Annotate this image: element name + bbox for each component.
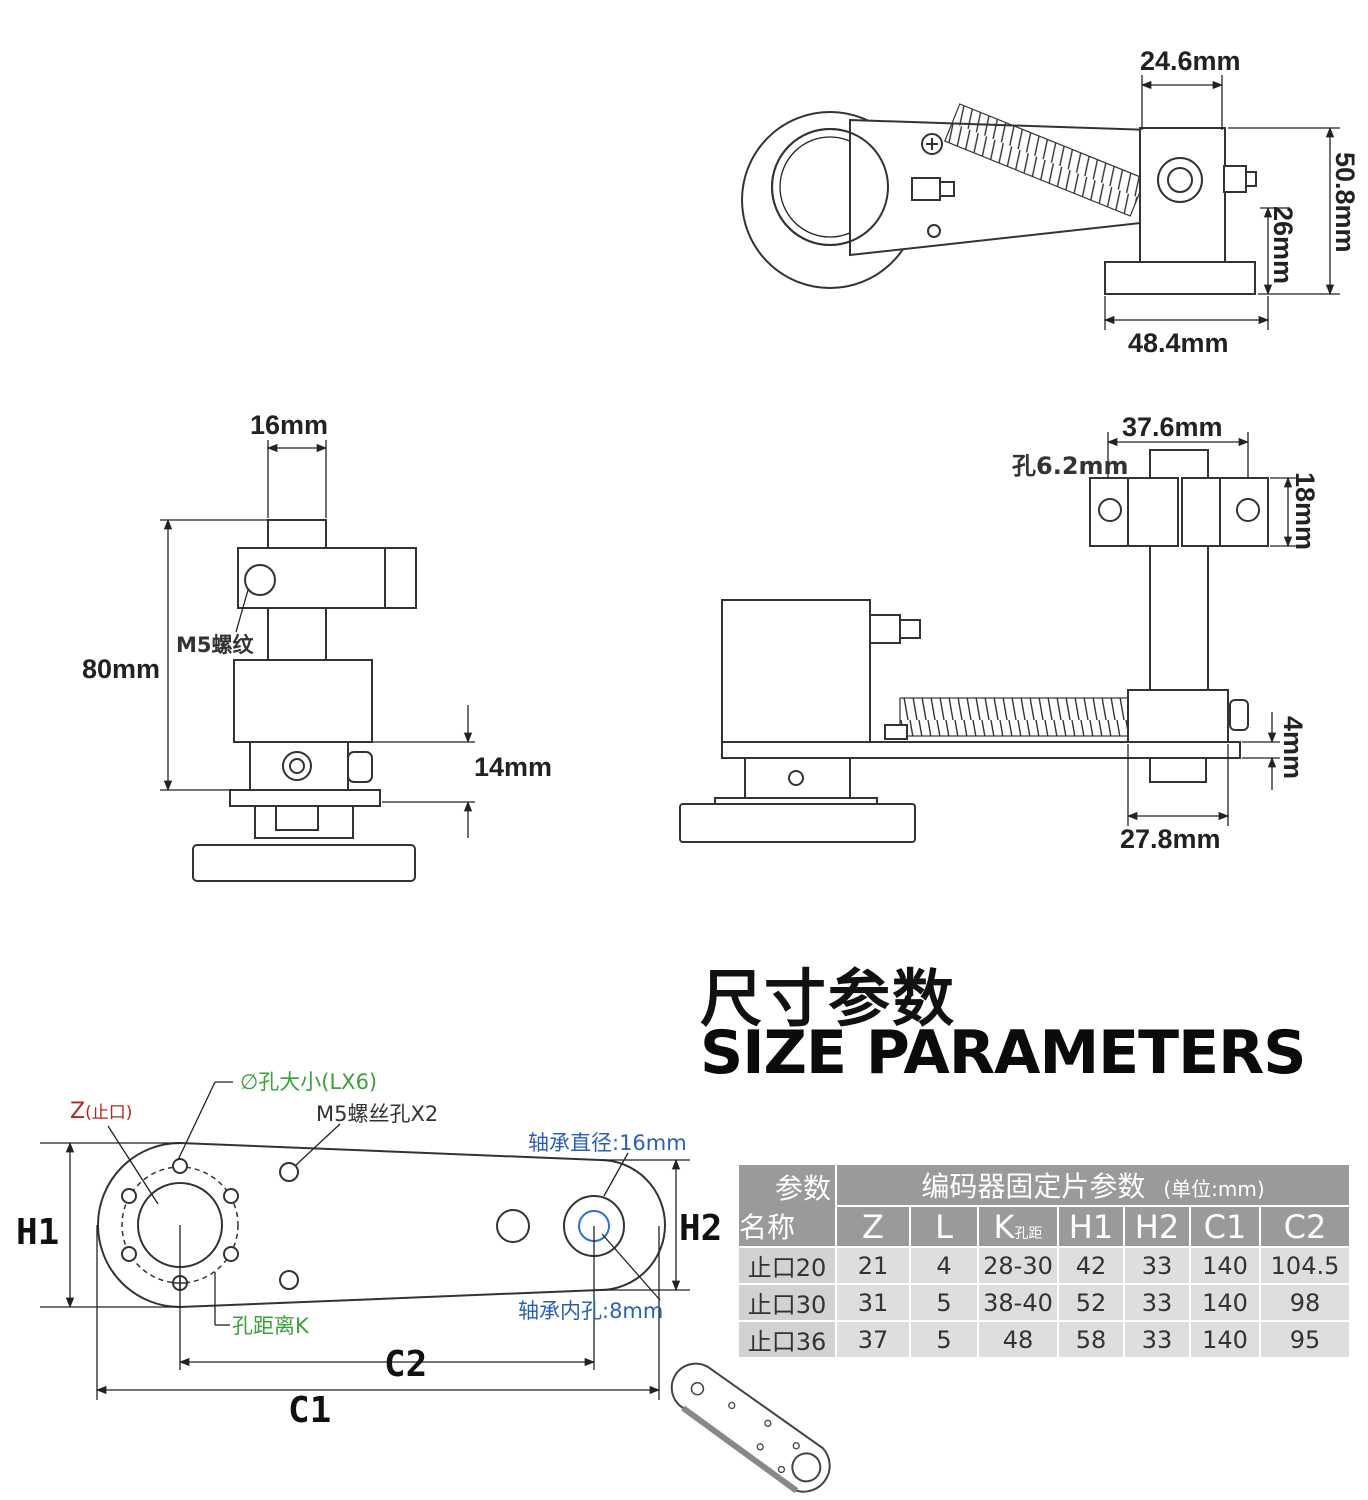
table-header-row: 参数 编码器固定片参数(单位:mm) — [737, 1163, 1352, 1207]
cell: 21 — [835, 1246, 911, 1285]
cell: 37 — [835, 1320, 911, 1359]
cell: 33 — [1123, 1320, 1191, 1359]
col-l: L — [909, 1205, 979, 1248]
label-bearing-hole: 轴承内孔:8mm — [518, 1299, 663, 1323]
table-column-row: 名称 Z L K孔距 H1 H2 C1 C2 — [737, 1205, 1352, 1248]
dim-side-width: 37.6mm — [1122, 412, 1223, 442]
label-z: Z(止口) — [70, 1099, 132, 1124]
cell: 104.5 — [1258, 1246, 1352, 1285]
dim-top-height: 50.8mm — [1330, 152, 1360, 253]
row-name: 止口20 — [737, 1246, 837, 1285]
label-h2: H2 — [679, 1208, 722, 1249]
cell: 4 — [909, 1246, 979, 1285]
cell: 140 — [1189, 1246, 1261, 1285]
col-c1: C1 — [1189, 1205, 1261, 1248]
cell: 5 — [909, 1283, 979, 1322]
cell: 140 — [1189, 1320, 1261, 1359]
cell: 33 — [1123, 1283, 1191, 1322]
table-row: 止口20 21 4 28-30 42 33 140 104.5 — [737, 1246, 1352, 1285]
title-chinese: 尺寸参数 — [700, 962, 957, 1035]
label-bearing-dia: 轴承直径:16mm — [528, 1131, 687, 1155]
col-z: Z — [835, 1205, 911, 1248]
cell: 33 — [1123, 1246, 1191, 1285]
dim-front-width: 16mm — [250, 410, 328, 440]
table-corner-bottom: 名称 — [737, 1206, 837, 1248]
dim-front-clamp: 14mm — [474, 752, 552, 782]
cell: 48 — [977, 1320, 1059, 1359]
thread-label: M5螺纹 — [176, 633, 255, 657]
col-h2: H2 — [1123, 1205, 1191, 1248]
cell: 58 — [1057, 1320, 1125, 1359]
parameter-table: 参数 编码器固定片参数(单位:mm) 名称 Z L K孔距 H1 H2 C1 C… — [737, 1163, 1352, 1359]
cell: 5 — [909, 1320, 979, 1359]
top-view: 24.6mm 50.8mm 26mm 48.4mm — [741, 46, 1360, 358]
row-name: 止口30 — [737, 1283, 837, 1322]
label-hole-size: ∅孔大小(LX6) — [240, 1070, 377, 1094]
side-view: 37.6mm 孔6.2mm 18mm 4mm 27.8mm — [679, 412, 1320, 854]
col-c2: C2 — [1258, 1205, 1352, 1248]
table-row: 止口36 37 5 48 58 33 140 95 — [737, 1320, 1352, 1359]
cell: 140 — [1189, 1283, 1261, 1322]
dim-side-plate: 4mm — [1278, 716, 1308, 779]
title-english: SIZE PARAMETERS — [700, 1018, 1306, 1088]
front-view: 16mm 80mm M5螺纹 14mm — [82, 410, 552, 882]
cell: 42 — [1057, 1246, 1125, 1285]
cell: 95 — [1258, 1320, 1352, 1359]
label-m5-holes: M5螺丝孔X2 — [316, 1102, 438, 1126]
bracket-drawing: Z(止口) ∅孔大小(LX6) M5螺丝孔X2 轴承直径:16mm 轴承内孔:8… — [16, 1070, 722, 1431]
col-h1: H1 — [1057, 1205, 1125, 1248]
cell: 98 — [1258, 1283, 1352, 1322]
dim-top-width: 24.6mm — [1140, 46, 1241, 76]
table-row: 止口30 31 5 38-40 52 33 140 98 — [737, 1283, 1352, 1322]
table-corner-top: 参数 — [737, 1163, 837, 1206]
label-c1: C1 — [288, 1390, 331, 1431]
dim-side-base: 27.8mm — [1120, 824, 1221, 854]
cell: 38-40 — [977, 1283, 1059, 1322]
label-k: 孔距离K — [232, 1314, 310, 1338]
label-c2: C2 — [384, 1344, 427, 1385]
cell: 31 — [835, 1283, 911, 1322]
dim-top-base-height: 26mm — [1268, 206, 1298, 284]
hole-label: 孔6.2mm — [1012, 452, 1129, 480]
dim-front-height: 80mm — [82, 654, 160, 684]
cell: 28-30 — [977, 1246, 1059, 1285]
cell: 52 — [1057, 1283, 1125, 1322]
dim-top-base-width: 48.4mm — [1128, 328, 1229, 358]
table-title: 编码器固定片参数(单位:mm) — [834, 1163, 1352, 1207]
col-k: K孔距 — [977, 1205, 1059, 1248]
dim-side-clamp: 18mm — [1290, 472, 1320, 550]
row-name: 止口36 — [737, 1320, 837, 1359]
label-h1: H1 — [16, 1212, 59, 1253]
bracket-thumbnail — [670, 1362, 831, 1494]
